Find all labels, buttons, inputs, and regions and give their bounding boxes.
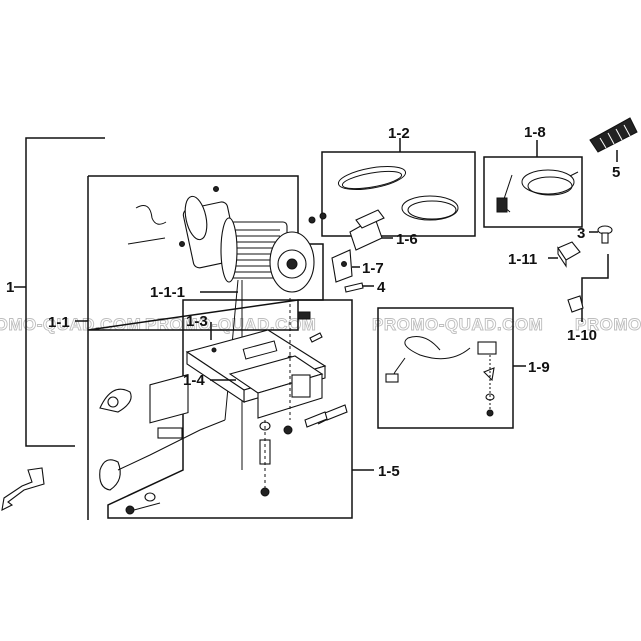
label-1-2: 1-2 xyxy=(388,125,410,142)
label-1-1: 1-1 xyxy=(48,314,70,331)
pulley-hook xyxy=(99,459,121,491)
cable-line xyxy=(117,419,226,471)
switch-1-11 xyxy=(557,241,581,268)
cables-1-8 xyxy=(496,169,579,213)
relay-1-6 xyxy=(308,209,385,251)
label-1-9: 1-9 xyxy=(528,359,550,376)
watermark-text-1: PROMO-QUAD.COM xyxy=(0,315,141,334)
winch-drum-cable xyxy=(232,229,280,273)
label-3: 3 xyxy=(577,225,585,242)
label-1-3: 1-3 xyxy=(186,313,208,330)
cable-1-9 xyxy=(385,336,497,417)
label-1-1-1: 1-1-1 xyxy=(150,284,185,301)
small-bracket xyxy=(1,467,45,511)
label-5: 5 xyxy=(612,164,620,181)
screw-3 xyxy=(597,225,613,244)
cables-1-2 xyxy=(337,166,459,221)
label-1-4: 1-4 xyxy=(183,372,205,389)
frame-1-5 xyxy=(107,299,353,519)
bracket-1-7 xyxy=(331,249,353,283)
hose-5 xyxy=(589,117,638,153)
label-1-5: 1-5 xyxy=(378,463,400,480)
label-1-8: 1-8 xyxy=(524,124,546,141)
box-1-8 xyxy=(483,156,583,228)
fairlead xyxy=(149,373,189,439)
bolts-group xyxy=(125,298,348,515)
label-1-10: 1-10 xyxy=(567,327,597,344)
label-4: 4 xyxy=(377,279,386,296)
label-1-6: 1-6 xyxy=(396,231,418,248)
watermark-text-4: PROMO-QUAD.COM xyxy=(575,315,641,334)
bolt-4 xyxy=(344,282,364,293)
watermark-group: PROMO-QUAD.COM PROMO-QUAD.COM PROMO-QUAD… xyxy=(0,315,641,335)
bracket-1-10 xyxy=(581,254,609,322)
cable-tie xyxy=(127,237,166,245)
wire-strap xyxy=(135,205,167,225)
label-1: 1 xyxy=(6,279,14,296)
watermark-text-3: PROMO-QUAD.COM xyxy=(372,315,543,334)
bracket-group-1 xyxy=(25,137,105,447)
label-1-11: 1-11 xyxy=(508,251,537,268)
label-1-7: 1-7 xyxy=(362,260,384,277)
box-1-9 xyxy=(377,307,514,429)
clip-1-10 xyxy=(567,295,584,313)
winch-motor xyxy=(179,186,315,470)
box-1-2 xyxy=(321,151,476,237)
